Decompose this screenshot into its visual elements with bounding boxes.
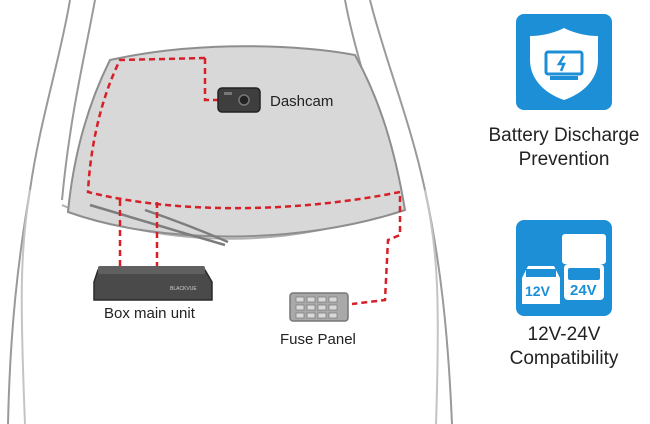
battery-feature-line1: Battery Discharge (488, 125, 640, 146)
car-voltage-badge: 12V (525, 283, 551, 299)
fuse-panel-label: Fuse Panel (280, 331, 356, 348)
truck-voltage-badge: 24V (570, 282, 597, 299)
wiper-blades (89, 203, 229, 247)
windshield (66, 45, 407, 238)
battery-discharge-feature: Battery Discharge Prevention (469, 124, 650, 172)
voltage-feature-line2: Compatibility (509, 347, 619, 369)
voltage-compatibility-feature: 12V-24V Compatibility (469, 323, 650, 371)
dashcam-device (217, 87, 261, 113)
wiring-lines (86, 56, 402, 306)
car-truck-voltage-icon: 24V 12V (516, 220, 612, 316)
voltage-feature-line1: 12V-24V (527, 324, 601, 345)
battery-shield-icon (516, 14, 612, 110)
dashcam-label: Dashcam (270, 93, 334, 110)
device-brand-text: BLACKVUE (170, 286, 197, 292)
fuse-panel-device (289, 292, 349, 322)
battery-feature-line2: Prevention (518, 148, 610, 170)
box-main-unit: BLACKVUE (93, 266, 213, 301)
box-main-unit-label: Box main unit (104, 305, 195, 322)
wiring-diagram: BLACKVUE (7, 0, 453, 424)
